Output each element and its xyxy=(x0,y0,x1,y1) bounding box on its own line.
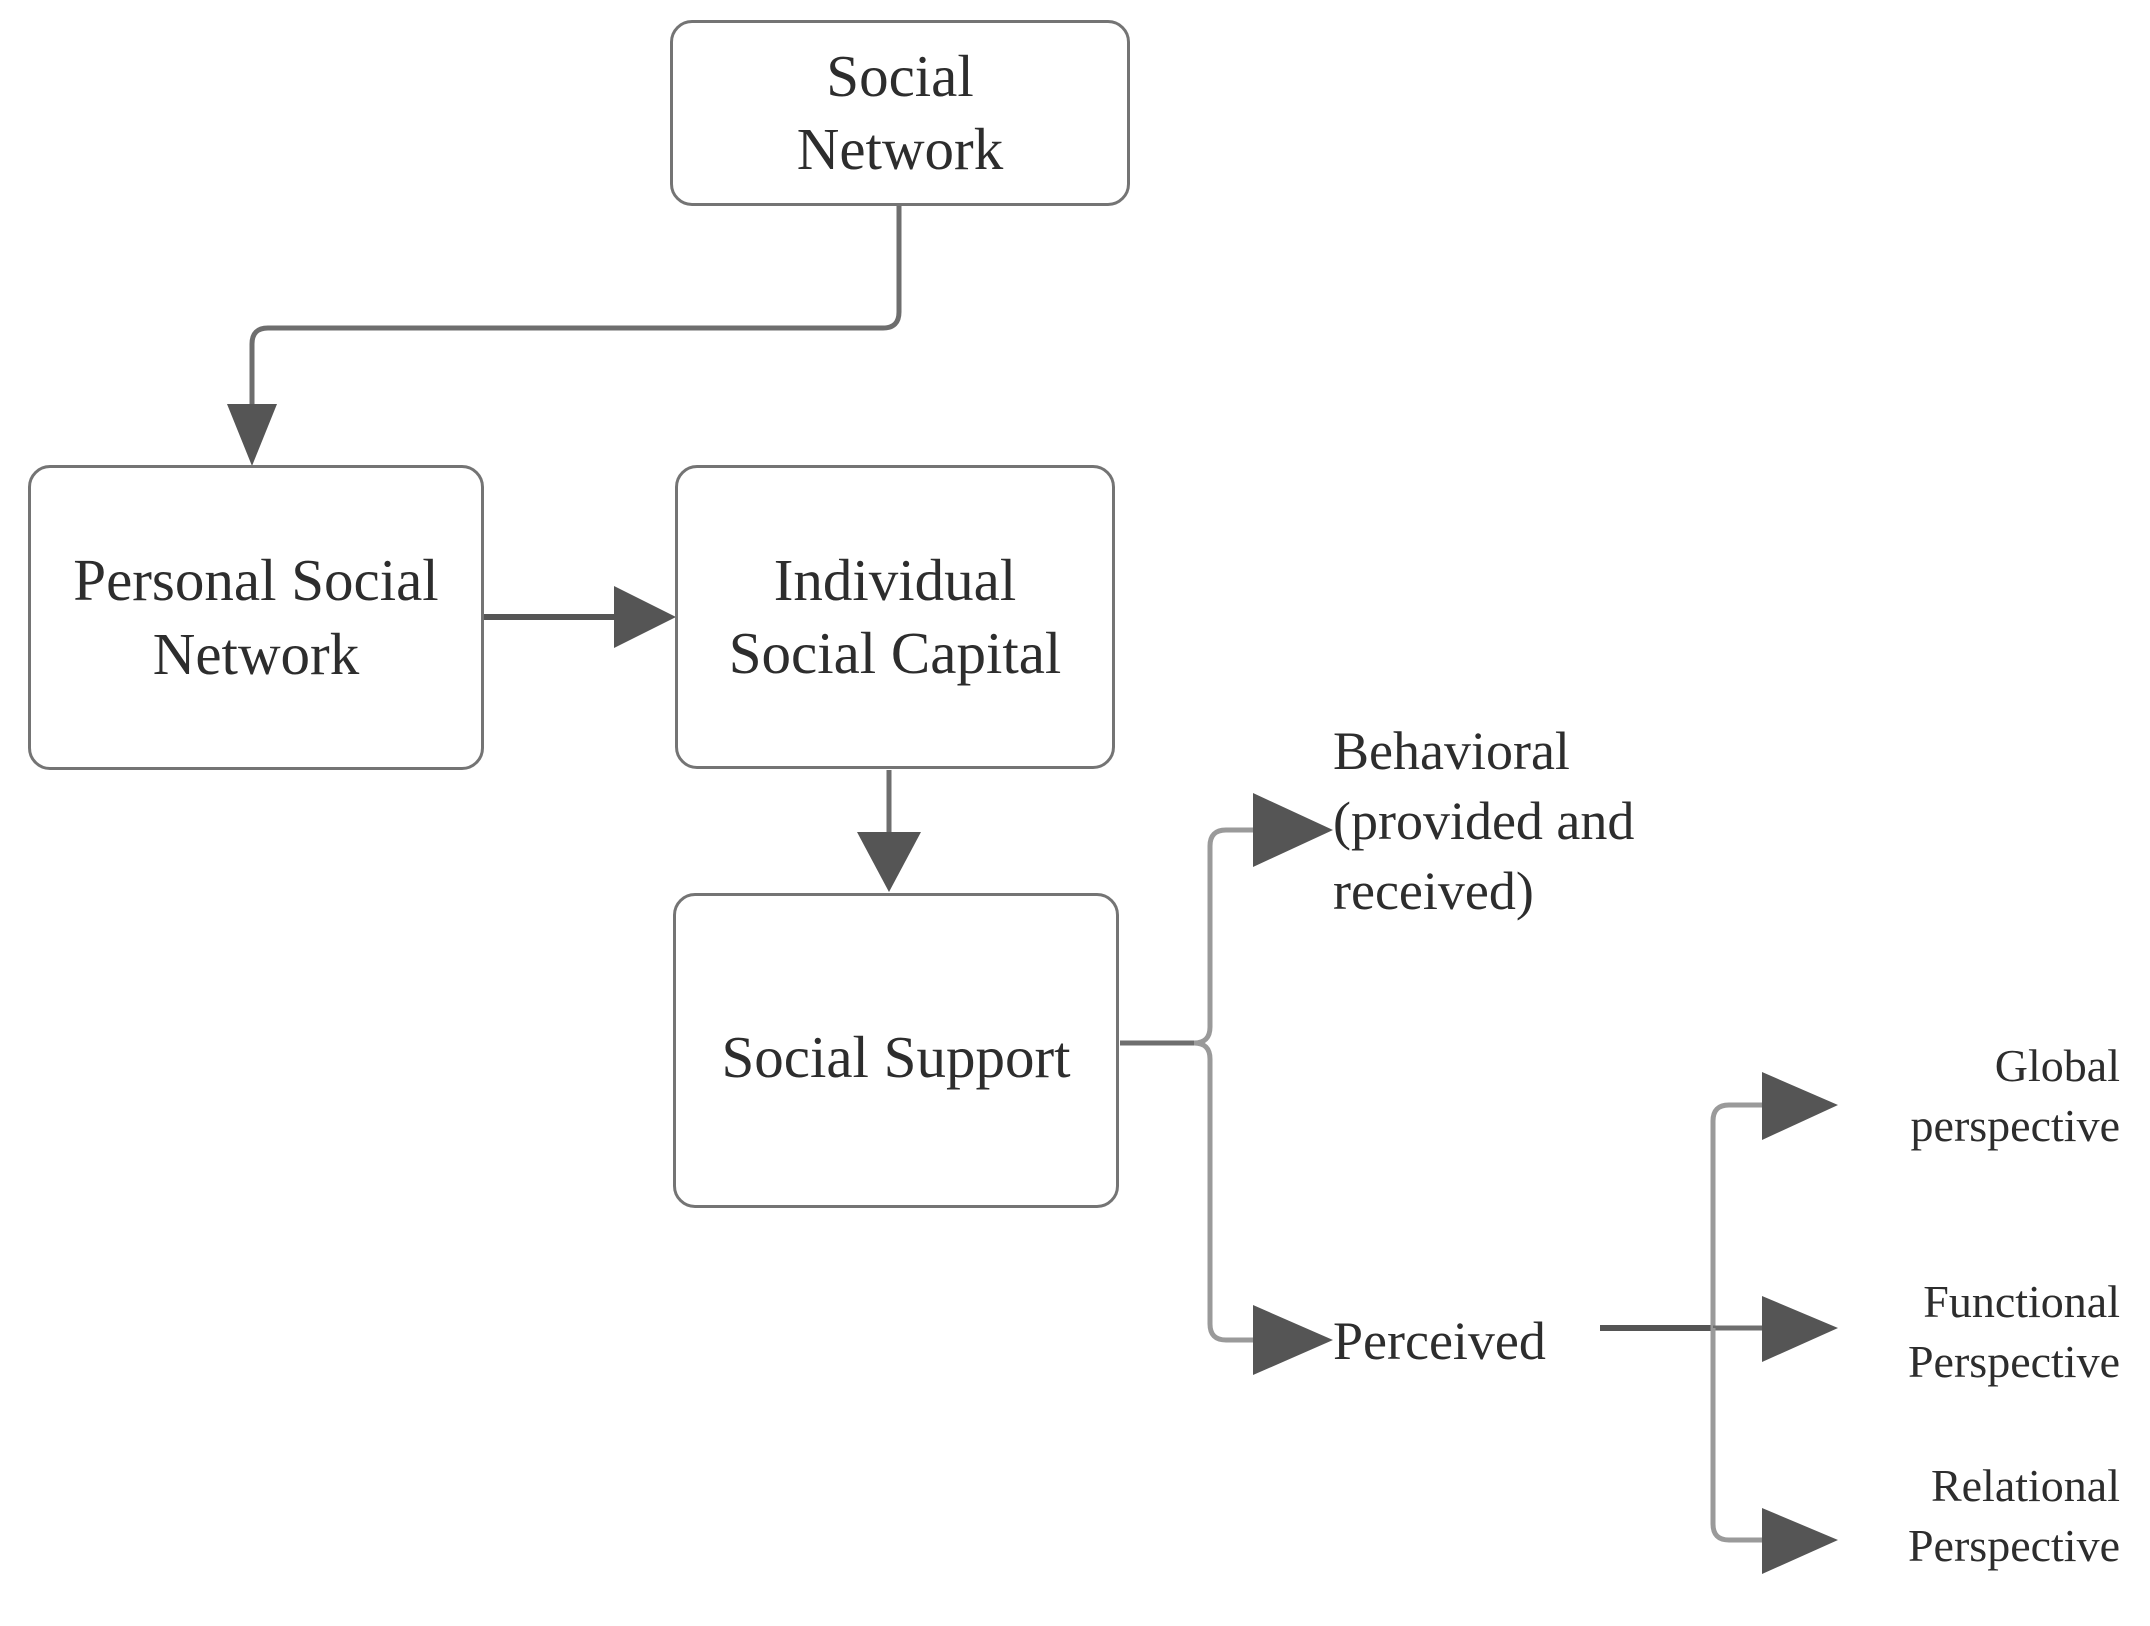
arrowhead-down-icon xyxy=(227,404,277,466)
arrowhead-right-icon xyxy=(1253,793,1333,867)
edge-individual-social-capital-to-social-support xyxy=(857,770,921,892)
edge-social-network-to-personal-social-network xyxy=(227,206,902,466)
label-global-perspective: Global perspective xyxy=(1910,1040,2120,1151)
edge-social-support-fork xyxy=(1120,793,1333,1375)
label-perceived: Perceived xyxy=(1333,1311,1546,1371)
node-social-support: Social Support xyxy=(673,893,1119,1208)
node-individual-social-capital: Individual Social Capital xyxy=(675,465,1115,769)
node-social-network: Social Network xyxy=(670,20,1130,206)
arrowhead-right-icon xyxy=(614,586,676,648)
edge-personal-social-network-to-individual-social-capital xyxy=(484,586,676,648)
arrowhead-right-icon xyxy=(1253,1305,1333,1375)
label-behavioral: Behavioral (provided and received) xyxy=(1333,721,1635,922)
arrowhead-down-icon xyxy=(857,832,921,892)
label-functional-perspective: Functional Perspective xyxy=(1907,1276,2120,1387)
label-relational-perspective: Relational Perspective xyxy=(1907,1460,2120,1571)
node-personal-social-network: Personal Social Network xyxy=(28,465,484,770)
